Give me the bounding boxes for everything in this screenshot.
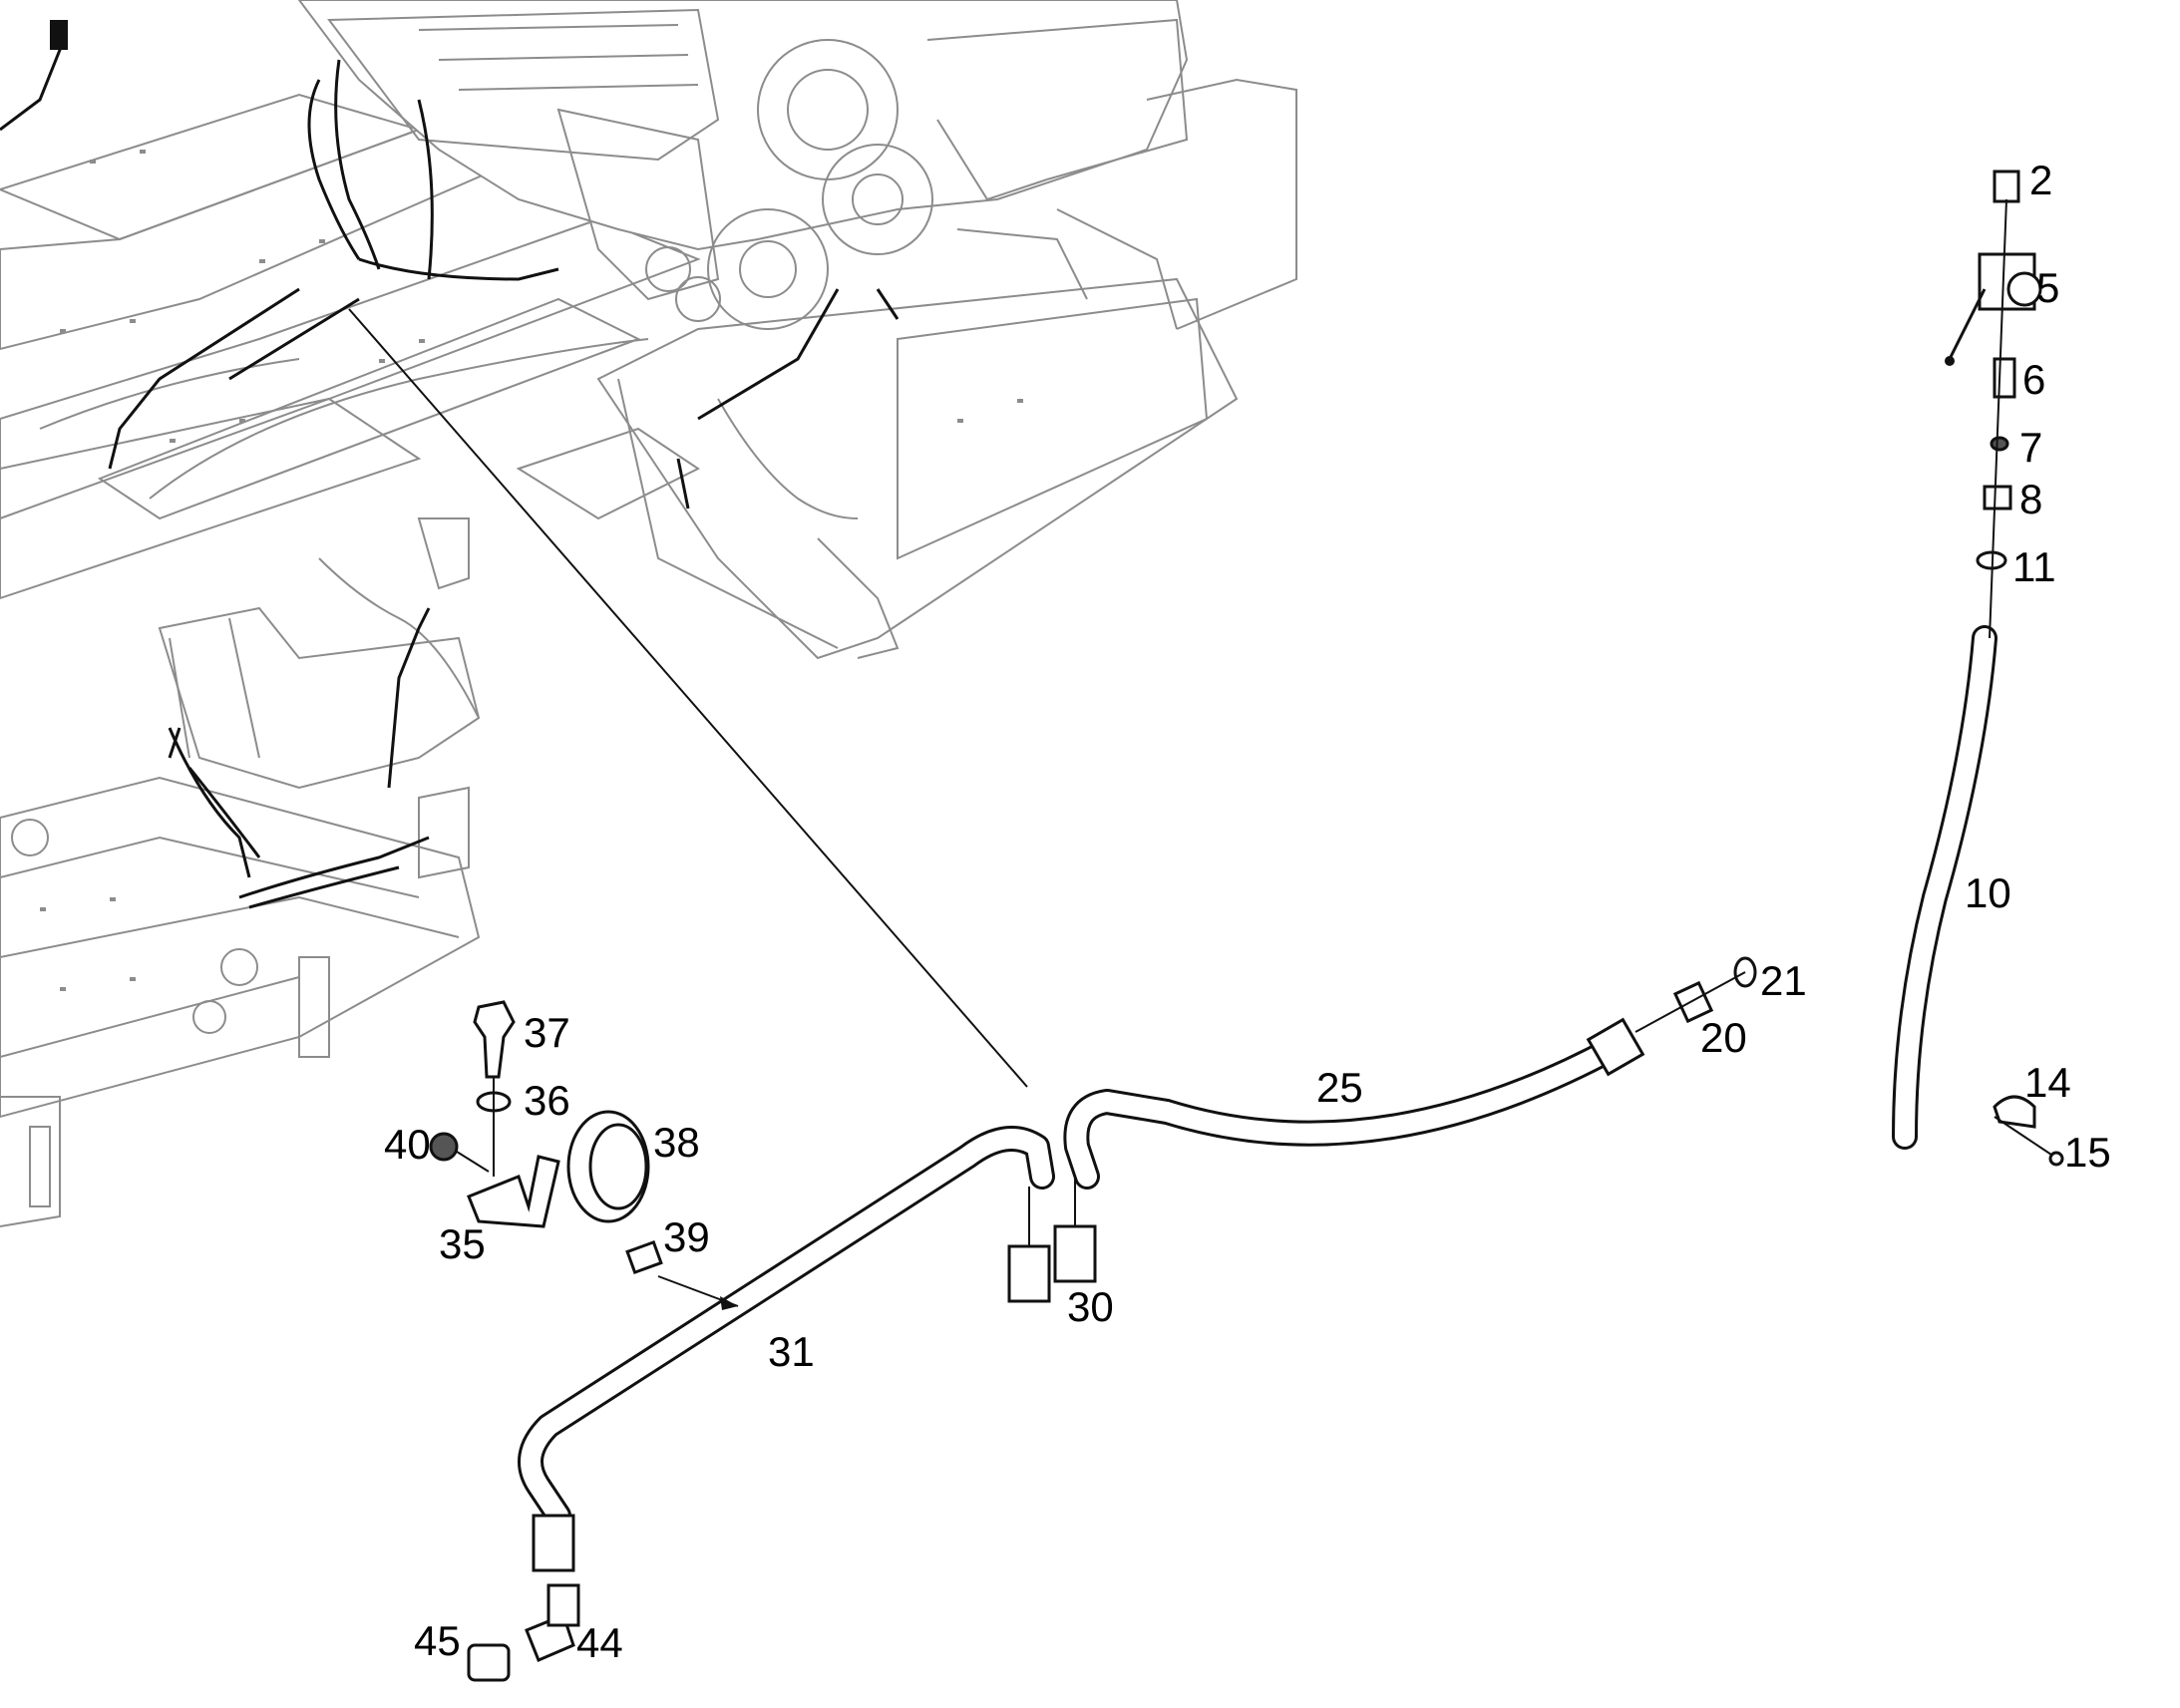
callout-21: 21 (1760, 957, 1807, 1004)
callout-2: 2 (2029, 157, 2052, 203)
fittings (429, 170, 2064, 1682)
callout-labels: 2 5 6 7 8 11 10 14 15 21 20 25 30 31 37 … (384, 157, 2111, 1666)
callout-35: 35 (439, 1220, 486, 1267)
callout-20: 20 (1700, 1014, 1747, 1061)
callout-10: 10 (1965, 869, 2011, 916)
reference-leader-line (348, 308, 1028, 1088)
callout-11: 11 (2012, 543, 2056, 590)
callout-7: 7 (2019, 424, 2042, 471)
hose-31 (518, 1126, 1055, 1572)
callout-6: 6 (2022, 356, 2045, 403)
callout-25: 25 (1316, 1064, 1363, 1111)
chassis-background (0, 0, 1297, 1227)
hose-25 (1063, 1017, 1645, 1190)
callout-8: 8 (2019, 476, 2042, 522)
callout-30: 30 (1067, 1283, 1114, 1330)
callout-45: 45 (414, 1617, 461, 1664)
callout-38: 38 (653, 1119, 700, 1166)
callout-5: 5 (2036, 264, 2059, 311)
callout-15: 15 (2064, 1129, 2111, 1176)
callout-36: 36 (524, 1077, 570, 1124)
callout-44: 44 (576, 1619, 623, 1666)
callout-37: 37 (524, 1009, 570, 1056)
background-hoses (0, 20, 900, 909)
callout-14: 14 (2024, 1059, 2071, 1106)
callout-31: 31 (768, 1328, 815, 1375)
callout-40: 40 (384, 1121, 431, 1168)
callout-39: 39 (663, 1213, 710, 1260)
hose-10 (1892, 625, 1998, 1150)
